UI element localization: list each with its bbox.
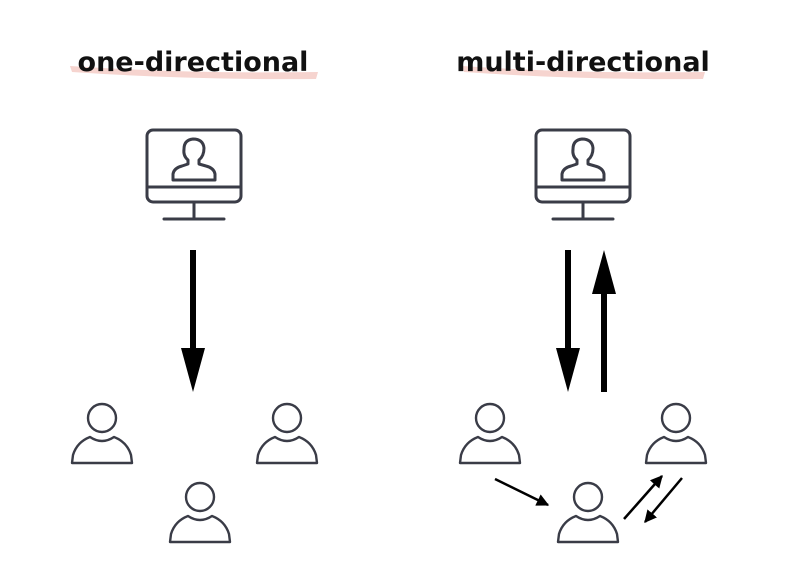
arrow-down bbox=[556, 250, 580, 392]
right-panel: multi-directional bbox=[456, 47, 710, 544]
small-arrow bbox=[494, 477, 550, 507]
person-icon bbox=[168, 481, 232, 544]
person-icon bbox=[458, 402, 522, 465]
small-arrow bbox=[623, 475, 663, 520]
monitor-presenter-icon bbox=[534, 128, 632, 221]
person-icon bbox=[644, 402, 708, 465]
monitor-presenter-icon bbox=[145, 128, 243, 221]
title-highlight bbox=[70, 66, 318, 80]
person-icon bbox=[556, 481, 620, 544]
arrow-down bbox=[181, 250, 205, 392]
left-panel: one-directional bbox=[70, 47, 319, 544]
small-arrow bbox=[644, 477, 683, 523]
person-icon bbox=[70, 402, 134, 465]
title-multi-directional: multi-directional bbox=[456, 47, 710, 78]
title-highlight bbox=[462, 66, 705, 80]
title-one-directional: one-directional bbox=[78, 47, 309, 78]
arrow-up bbox=[592, 250, 616, 392]
person-icon bbox=[255, 402, 319, 465]
